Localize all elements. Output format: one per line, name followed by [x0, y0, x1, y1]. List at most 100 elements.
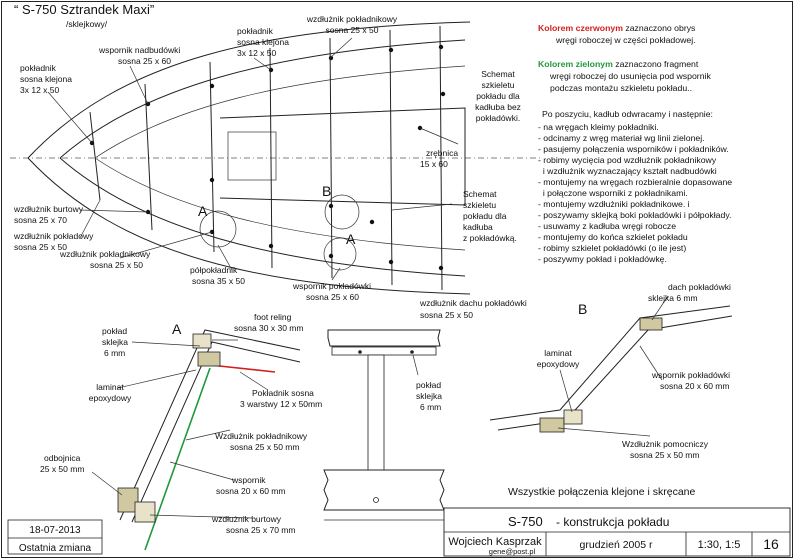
- detail-circle-b: [324, 194, 360, 230]
- step-8: - montujemy wzdłużniki pokładnikowe. i: [538, 199, 690, 209]
- label-bracket-2: sosna 25 x 60: [118, 56, 171, 66]
- detail-a-drawing: [91, 329, 301, 551]
- label-beam-left-1: pokładnik: [20, 63, 57, 73]
- plan-leaders: [47, 37, 459, 281]
- beams: [89, 25, 443, 291]
- burtowy-block: [134, 501, 156, 523]
- stringer-top: [94, 65, 466, 159]
- label-stringer-mid-1: wzdłużnik pokładnikowy: [59, 249, 151, 259]
- label-b-laminate-2: epoxydowy: [537, 359, 580, 369]
- step-12: - robimy szkielet pokładówki (o ile jest…: [538, 243, 686, 253]
- stringer-bottom: [94, 157, 466, 251]
- foot-reling-block: [192, 333, 212, 349]
- deck-edge-bottom: [59, 157, 466, 277]
- step-7: i połączone wsporniki z pokładnikami.: [538, 188, 688, 198]
- label-schema-bot-5: z pokładówką.: [463, 233, 517, 243]
- detail-circle-a: [199, 210, 237, 248]
- red-note-key: Kolorem czerwonym: [538, 23, 623, 33]
- red-note-rest: zaznaczono obrys: [623, 23, 696, 33]
- label-a-rubbing-2: 25 x 50 mm: [40, 464, 84, 474]
- red-frame-line: [209, 364, 276, 373]
- hull-outline-top: [27, 21, 471, 159]
- label-schema-top-1: Schemat: [481, 69, 515, 79]
- stamp-title: - konstrukcja pokładu: [556, 515, 669, 529]
- detail-a-marker: A: [172, 321, 182, 337]
- label-halfbeam-2: sosna 35 x 50: [192, 276, 245, 286]
- label-beam-top-3: 3x 12 x 50: [237, 48, 276, 58]
- detail-b-inner: [497, 315, 733, 431]
- label-bracket-1: wspornik nadbudówki: [98, 45, 180, 55]
- detail-b-drawing: [489, 295, 733, 437]
- hull-deck-edge: [119, 329, 301, 521]
- label-a-stringer-2: sosna 25 x 50 mm: [230, 442, 299, 452]
- label-roof-stringer-2: sosna 25 x 50: [420, 310, 473, 320]
- stamp-model: S-750: [508, 514, 543, 529]
- label-foot-reling-2: sosna 30 x 30 mm: [234, 323, 303, 333]
- detail-a-texts: A foot reling sosna 30 x 30 mm pokład sk…: [40, 312, 322, 535]
- label-schema-bot-3: pokładu dla: [463, 211, 507, 221]
- green-note-line3: podczas montażu szkieletu pokładu..: [550, 83, 692, 93]
- label-halfbeam-1: półpokładnik: [190, 265, 238, 275]
- svg-text:Kolorem zielonym zaznaczono fr: Kolorem zielonym zaznaczono fragment: [538, 59, 699, 69]
- label-schema-top-3: pokładu dla: [476, 91, 520, 101]
- stamp-last-change: Ostatnia zmiana: [19, 543, 92, 554]
- label-a-sheer-1: wzdłużnik burtowy: [211, 514, 282, 524]
- label-a-deck-3: 6 mm: [104, 348, 125, 358]
- label-schema-bot-4: kadłuba: [463, 222, 493, 232]
- step-6: - montujemy na wręgach rozbieralnie dopa…: [538, 177, 732, 187]
- label-b-aux-2: sosna 25 x 50 mm: [630, 450, 699, 460]
- green-note-rest: zaznaczono fragment: [613, 59, 699, 69]
- step-11: - montujemy do końca szkielet pokładu: [538, 232, 688, 242]
- stamp-date: 18-07-2013: [29, 525, 81, 536]
- label-a-bracket-2: sosna 20 x 60 mm: [216, 486, 285, 496]
- odbojnica-block: [117, 487, 139, 513]
- color-notes: Kolorem czerwonym zaznaczono obrys wręgi…: [538, 23, 711, 93]
- label-mid-deck-2: sklejka: [416, 391, 442, 401]
- detail-mid-texts: pokład sklejka 6 mm: [416, 380, 442, 412]
- title-block: 18-07-2013 Ostatnia zmiana S-750 - konst…: [7, 507, 791, 557]
- green-note-key: Kolorem zielonym: [538, 59, 613, 69]
- green-frame-line: [144, 367, 211, 551]
- step-4: - robimy wycięcia pod wzdłużnik pokładni…: [538, 155, 717, 165]
- svg-text:Kolorem czerwonym zaznaczono o: Kolorem czerwonym zaznaczono obrys: [538, 23, 696, 33]
- detail-b-leaders: [557, 295, 669, 437]
- label-a-deck-2: sklejka: [102, 337, 128, 347]
- detail-b-roof: [489, 305, 731, 421]
- label-b-laminate-1: laminat: [544, 348, 572, 358]
- label-schema-top-5: pokładówki.: [476, 113, 520, 123]
- step-3: - pasujemy połączenia wsporników i pokła…: [538, 144, 729, 154]
- label-stringer-mid-2: sosna 25 x 50: [90, 260, 143, 270]
- stamp-sheet: 16: [763, 536, 779, 552]
- drawing-subtitle: /sklejkowy/: [66, 19, 108, 29]
- label-b-roof-2: sklejka 6 mm: [648, 293, 698, 303]
- detail-mid-drawing: [323, 329, 445, 521]
- label-b-roof-1: dach pokładówki: [668, 282, 731, 292]
- red-note-line2: wręgi roboczej w części pokładowej.: [555, 35, 696, 45]
- plan-label-texts: wzdłużnik pokładnikowy sosna 25 x 50 pok…: [13, 14, 527, 320]
- label-schema-top-2: szkieletu: [481, 80, 514, 90]
- label-b-bracket-2: sosna 20 x 60 mm: [660, 381, 729, 391]
- label-a-sheer-2: sosna 25 x 70 mm: [226, 525, 295, 535]
- label-schema-top-4: kadłuba bez: [475, 102, 521, 112]
- label-a-stringer-1: Wzdłużnik pokładnikowy: [215, 431, 308, 441]
- label-deck-stringer-1: wzdłużnik pokładowy: [13, 231, 94, 241]
- detail-b-marker: B: [578, 301, 587, 317]
- label-a-laminate-1: laminat: [96, 382, 124, 392]
- label-stringer-top-1: wzdłużnik pokładnikowy: [306, 14, 398, 24]
- footer-note: Wszystkie połączenia klejone i skręcane: [508, 486, 695, 498]
- step-10: - usuwamy z kadłuba wręgi robocze: [538, 221, 676, 231]
- detail-a-leaders: [91, 339, 269, 519]
- label-sheer-2: sosna 25 x 70: [14, 215, 67, 225]
- label-a-rubbing-1: odbojnica: [44, 453, 81, 463]
- detail-b-texts: B dach pokładówki sklejka 6 mm laminat e…: [537, 282, 731, 460]
- label-schema-bot-1: Schemat: [463, 189, 497, 199]
- hatch: [227, 131, 277, 181]
- marker-a-plan: A: [198, 203, 208, 219]
- label-a-laminate-2: epoxydowy: [89, 393, 132, 403]
- label-stringer-top-2: sosna 25 x 50: [326, 25, 379, 35]
- steps-intro: Po poszyciu, kadłub odwracamy i następni…: [542, 109, 713, 119]
- label-b-aux-1: Wzdłużnik pomocniczy: [622, 439, 709, 449]
- label-schema-bot-2: szkieletu: [463, 200, 496, 210]
